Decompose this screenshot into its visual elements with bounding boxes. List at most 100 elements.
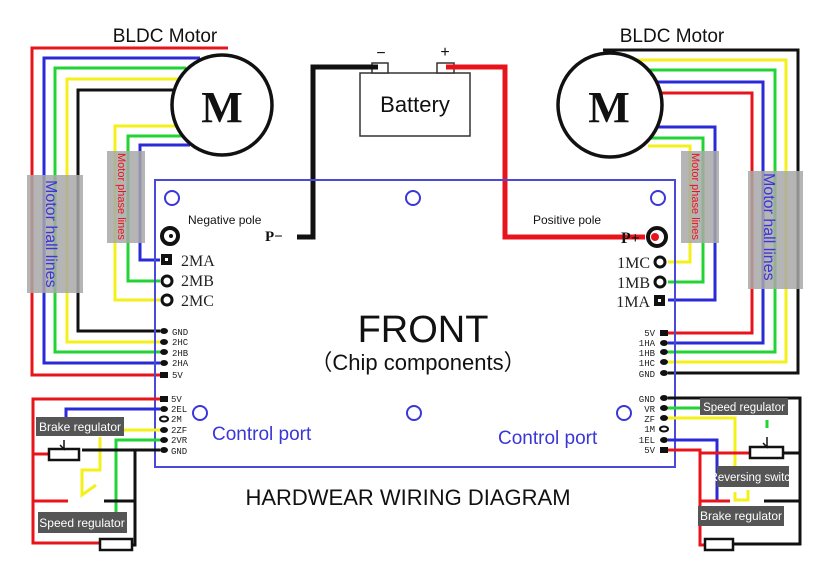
left-motor: M BLDC Motor — [113, 26, 274, 157]
hall-pin-label: 5V — [172, 371, 183, 381]
phase-pin-label: 1MC — [617, 255, 650, 272]
battery-positive-symbol: + — [440, 44, 449, 61]
left-control-port-label: Control port — [212, 424, 312, 445]
positive-terminal-center — [651, 233, 659, 241]
right-phase-sleeve: Motor phase lines — [681, 151, 719, 243]
control-pin-label: GND — [639, 395, 655, 405]
right-ctrl-wire-5v — [668, 448, 705, 547]
board-heading: FRONT — [358, 309, 489, 351]
left-speed-potentiometer — [98, 537, 134, 552]
phase-pin-label: 2MA — [181, 253, 215, 270]
right-motor-symbol: M — [588, 83, 630, 132]
right-control-port-label: Control port — [498, 428, 598, 449]
mounting-hole — [616, 405, 632, 421]
mounting-hole — [405, 190, 421, 206]
negative-pole-label: Negative pole — [188, 213, 262, 227]
left-phase-pins: 2MA 2MB 2MC — [160, 253, 215, 310]
left-speed-regulator-tag: Speed regulator — [38, 512, 127, 533]
board-subheading: （Chip components） — [310, 350, 525, 375]
right-speed-regulator-tag: Speed regulator — [700, 398, 788, 415]
phase-pin-1MC-pad — [653, 255, 667, 269]
left-ctrl-wire-5v — [31, 397, 160, 545]
right-hall-pins: 5V 1HA 1HB 1HC GND — [639, 329, 668, 380]
battery: − + Battery — [359, 44, 471, 137]
control-pin-label: 2M — [171, 415, 182, 425]
phase-pin-label: 2MB — [181, 273, 214, 290]
right-control-pins: GND VR ZF 1M 1EL 5V — [639, 395, 669, 456]
right-brake-regulator-tag: Brake regulator — [698, 506, 784, 526]
hall-pin-label: 1HB — [639, 349, 656, 359]
left-motor-body — [170, 53, 274, 157]
hall-pin-label: 1HA — [639, 339, 656, 349]
phase-pin-2MB-pad — [160, 274, 174, 288]
hall-pin-label: 2HA — [172, 359, 189, 369]
left-phase-sleeve-label: Motor phase lines — [115, 153, 127, 240]
phase-pin-label: 2MC — [181, 293, 214, 310]
phase-pin-2MC-pad — [160, 293, 174, 307]
right-speed-potentiometer — [748, 445, 785, 460]
hall-pin-label: GND — [639, 370, 655, 380]
control-pin-label: 2VR — [171, 436, 188, 446]
mounting-hole — [406, 405, 422, 421]
battery-body — [359, 72, 471, 137]
left-phase-sleeve: Motor phase lines — [107, 151, 145, 243]
hall-pin-label: 1HC — [639, 359, 656, 369]
left-hall-sleeve: Motor hall lines — [27, 175, 83, 293]
control-pin-label: 5V — [644, 446, 655, 456]
battery-label: Battery — [380, 92, 450, 117]
mounting-hole — [192, 405, 208, 421]
right-hall-sleeve-label: Motor hall lines — [760, 173, 777, 281]
left-hall-pins: GND 2HC 2HB 2HA 5V — [160, 328, 189, 381]
mounting-holes — [164, 190, 666, 421]
positive-pole-label: Positive pole — [533, 213, 601, 227]
left-brake-regulator-label: Brake regulator — [39, 420, 121, 434]
negative-pin-label: P− — [265, 229, 283, 245]
left-control-pins: 5V 2EL 2M 2ZF 2VR GND — [159, 395, 188, 457]
mounting-hole — [650, 190, 666, 206]
right-phase-sleeve-label: Motor phase lines — [689, 153, 701, 240]
right-ctrl-wire-zf — [668, 416, 737, 466]
right-brake-potentiometer — [703, 537, 735, 552]
right-reversing-switch-tag: Reversing switch — [710, 466, 797, 487]
control-pin-label: 2ZF — [171, 426, 187, 436]
right-brake-regulator-label: Brake regulator — [700, 509, 782, 523]
left-hall-sleeve-label: Motor hall lines — [42, 180, 59, 288]
left-brake-regulator-tag: Brake regulator — [36, 417, 124, 436]
right-hall-sleeve: Motor hall lines — [748, 171, 803, 289]
battery-negative-symbol: − — [376, 45, 385, 62]
mounting-hole — [164, 190, 180, 206]
phase-pin-label: 1MB — [617, 275, 650, 292]
positive-pin-label: P+ — [621, 230, 640, 247]
control-pin-label: GND — [171, 447, 187, 457]
hall-pin-label: 2HC — [172, 338, 189, 348]
hall-pin-label: 2HB — [172, 349, 189, 359]
right-motor-body — [556, 51, 664, 159]
diagram-title: HARDWEAR WIRING DIAGRAM — [245, 485, 570, 510]
left-ctrl-wire-el — [64, 407, 160, 420]
controller-board — [154, 179, 676, 468]
right-reversing-switch-label: Reversing switch — [710, 472, 797, 484]
control-pin-label: ZF — [644, 415, 655, 425]
hall-pin-label: GND — [172, 328, 188, 338]
left-motor-symbol: M — [201, 83, 243, 132]
control-pin-label: 1M — [644, 425, 655, 435]
phase-pin-1MB-pad — [653, 275, 667, 289]
right-motor-label: BLDC Motor — [620, 26, 725, 47]
hall-pin-label: 5V — [644, 329, 655, 339]
phase-pin-label: 1MA — [616, 294, 650, 311]
right-speed-regulator-label: Speed regulator — [703, 402, 785, 414]
left-speed-regulator-label: Speed regulator — [39, 516, 124, 530]
negative-terminal-center — [169, 234, 173, 238]
left-brake-potentiometer — [47, 447, 81, 462]
right-motor: M BLDC Motor — [556, 26, 725, 159]
control-pin-label: 2EL — [171, 405, 187, 415]
left-control-wires — [31, 397, 160, 547]
control-pin-label: 1EL — [639, 436, 655, 446]
control-pin-label: 5V — [171, 395, 182, 405]
left-ctrl-wire-vr — [114, 438, 160, 515]
right-control-wires — [668, 396, 802, 547]
left-motor-label: BLDC Motor — [113, 26, 218, 47]
right-phase-pins: 1MC 1MB 1MA — [616, 255, 667, 311]
control-pin-label: VR — [644, 405, 655, 415]
